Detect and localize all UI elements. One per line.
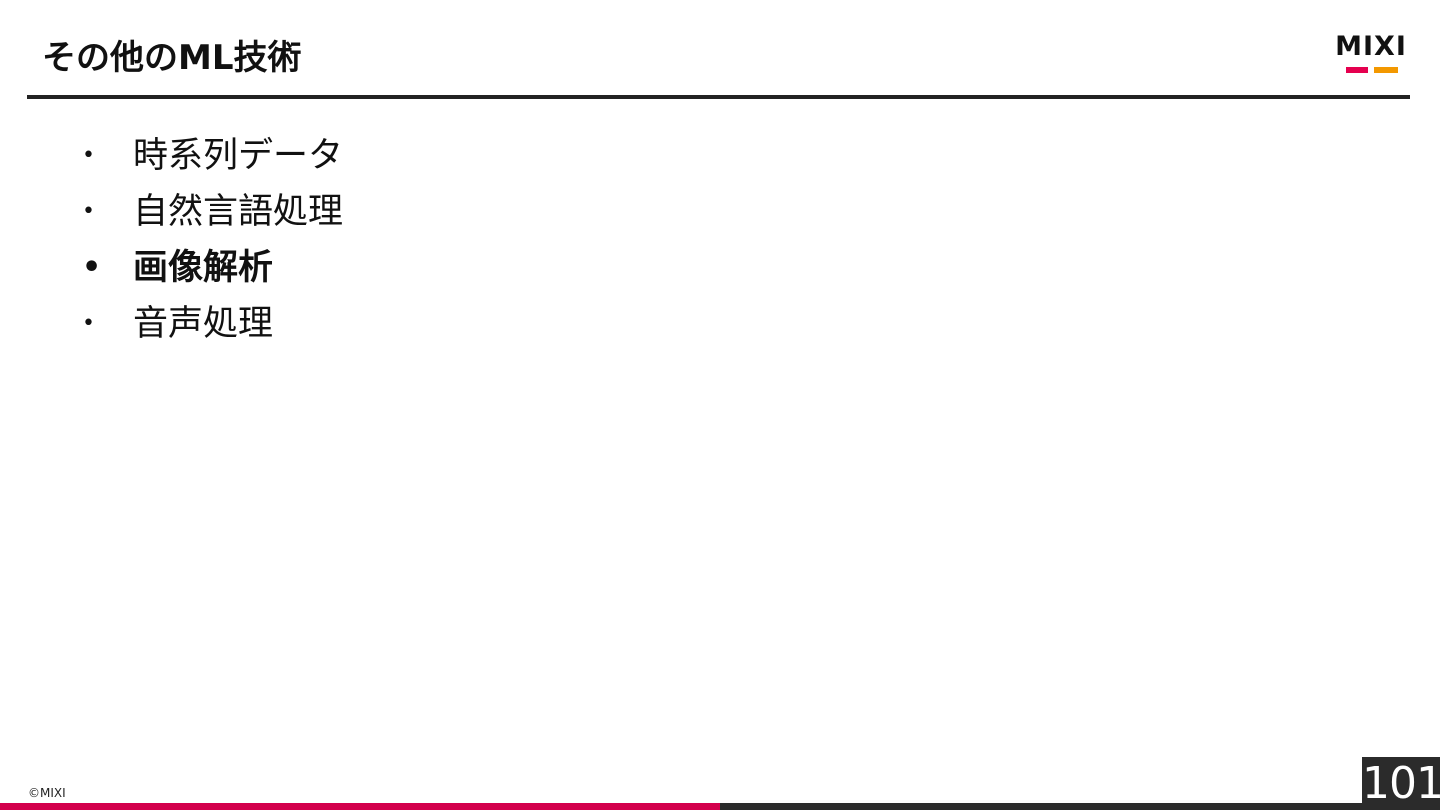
bullet-dot-icon: • <box>82 199 95 224</box>
copyright-notice: ©MIXI <box>28 786 66 800</box>
bullet-text: 音声処理 <box>133 304 274 344</box>
bullet-item-audio: • 音声処理 <box>76 296 343 352</box>
bullet-item-nlp: • 自然言語処理 <box>76 184 343 240</box>
bullet-item-image-analysis: • 画像解析 <box>76 240 343 296</box>
logo-pink-bar <box>1346 67 1368 73</box>
bullet-text: 自然言語処理 <box>133 192 344 232</box>
page-number: 101 <box>1362 757 1440 810</box>
bullet-text: 画像解析 <box>133 248 274 288</box>
slide-title: その他のML技術 <box>42 38 302 78</box>
logo-orange-bar <box>1374 67 1398 73</box>
title-divider <box>27 95 1410 99</box>
bullet-list: • 時系列データ • 自然言語処理 • 画像解析 • 音声処理 <box>76 128 343 352</box>
footer-dark-bar <box>720 803 1362 810</box>
bullet-text: 時系列データ <box>133 136 344 176</box>
bullet-dot-icon: • <box>82 143 95 168</box>
mixi-logo: MIXI <box>1330 31 1412 76</box>
bullet-item-time-series: • 時系列データ <box>76 128 343 184</box>
bullet-dot-icon: • <box>82 250 102 285</box>
footer-accent-bar <box>0 803 720 810</box>
bullet-dot-icon: • <box>82 311 95 336</box>
logo-wordmark: MIXI <box>1335 31 1407 62</box>
